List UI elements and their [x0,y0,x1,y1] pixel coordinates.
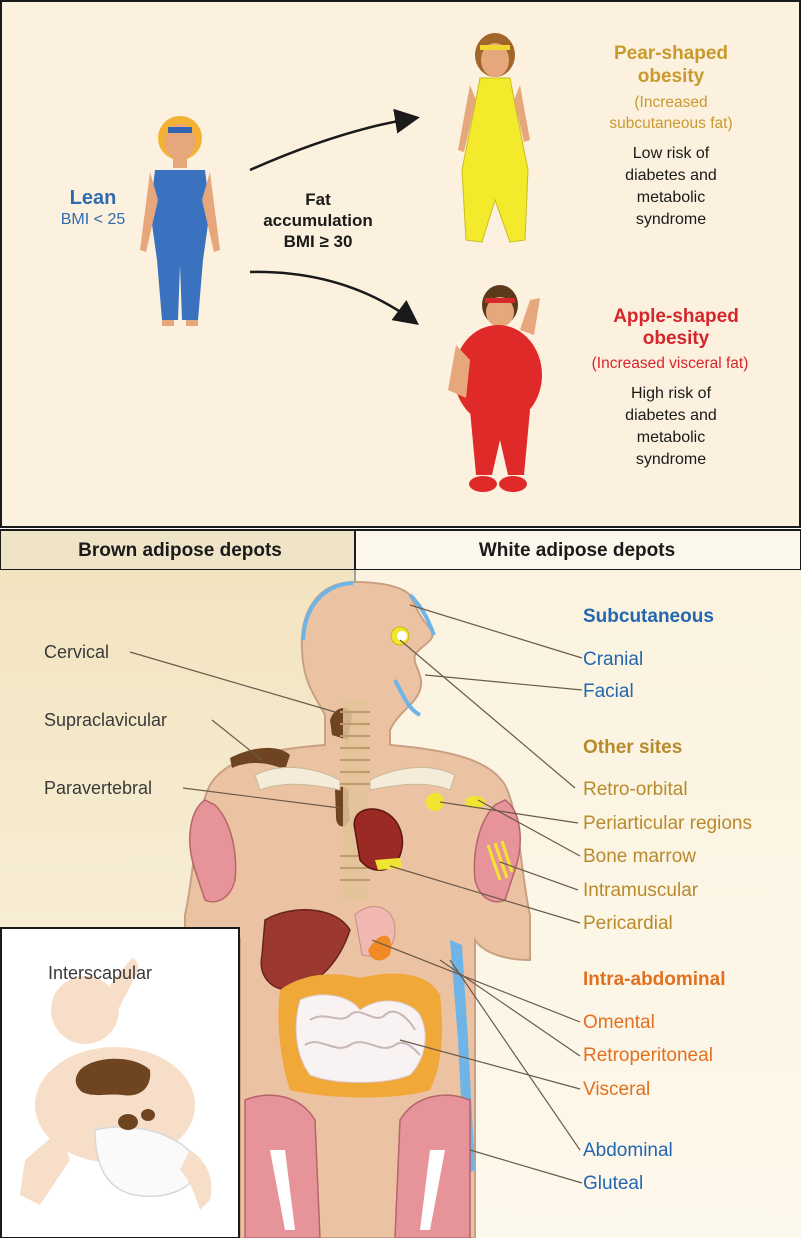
arrow-label-accumulation: accumulation [263,211,373,231]
lean-bmi: BMI < 25 [61,211,125,229]
label-interscapular: Interscapular [48,963,152,984]
white-adipose-header: White adipose depots [479,540,675,562]
label-paravertebral: Paravertebral [44,778,152,799]
apple-title: Apple-shaped [613,306,739,328]
lean-title: Lean [70,187,117,210]
pear-title-obesity: obesity [638,66,705,88]
section-intra-abdominal: Intra-abdominal [583,969,726,991]
label-visceral: Visceral [583,1079,650,1101]
pear-risk-line3: metabolic [637,189,705,207]
label-cranial: Cranial [583,649,643,671]
pear-risk-line2: diabetes and [625,167,717,185]
label-supraclavicular: Supraclavicular [44,710,167,731]
label-bone-marrow: Bone marrow [583,846,696,868]
arrow-label-bmi: BMI ≥ 30 [284,232,353,252]
apple-risk-line3: metabolic [637,429,705,447]
pear-title: Pear-shaped [614,43,728,65]
section-subcutaneous: Subcutaneous [583,606,714,628]
label-pericardial: Pericardial [583,913,673,935]
apple-risk-line4: syndrome [636,451,706,469]
apple-risk-line2: diabetes and [625,407,717,425]
label-abdominal: Abdominal [583,1140,673,1162]
pear-risk-line1: Low risk of [633,145,709,163]
label-cervical: Cervical [44,642,109,663]
apple-title-obesity: obesity [643,328,710,350]
apple-subtitle: (Increased visceral fat) [592,355,749,373]
label-omental: Omental [583,1012,655,1034]
label-facial: Facial [583,681,634,703]
brown-adipose-header: Brown adipose depots [78,540,282,562]
pear-risk-line4: syndrome [636,211,706,229]
pear-subtitle: (Increased [634,94,707,112]
label-periarticular: Periarticular regions [583,813,752,835]
arrow-label-fat: Fat [305,190,331,210]
label-gluteal: Gluteal [583,1173,643,1195]
section-other-sites: Other sites [583,737,682,759]
pear-subtitle-fat: subcutaneous fat) [609,115,732,133]
label-retroperitoneal: Retroperitoneal [583,1045,713,1067]
label-intramuscular: Intramuscular [583,880,698,902]
label-retro-orbital: Retro-orbital [583,779,688,801]
apple-risk-line1: High risk of [631,385,711,403]
